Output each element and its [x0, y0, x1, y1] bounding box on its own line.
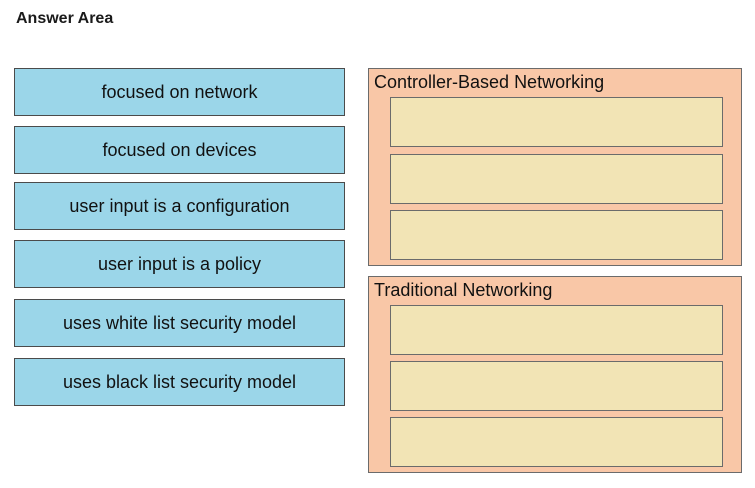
traditional-drop-slot-3[interactable] [390, 417, 723, 467]
controller-based-networking-group: Controller-Based Networking [368, 68, 742, 266]
option-focused-on-devices[interactable]: focused on devices [14, 126, 345, 174]
traditional-networking-heading: Traditional Networking [374, 280, 553, 300]
controller-based-networking-heading: Controller-Based Networking [374, 72, 605, 92]
controller-based-drop-slot-1[interactable] [390, 97, 723, 147]
controller-based-drop-slot-2[interactable] [390, 154, 723, 204]
option-black-list-security[interactable]: uses black list security model [14, 358, 345, 406]
option-user-input-configuration[interactable]: user input is a configuration [14, 182, 345, 230]
option-user-input-policy[interactable]: user input is a policy [14, 240, 345, 288]
traditional-drop-slot-1[interactable] [390, 305, 723, 355]
controller-based-drop-slot-3[interactable] [390, 210, 723, 260]
option-white-list-security[interactable]: uses white list security model [14, 299, 345, 347]
option-focused-on-network[interactable]: focused on network [14, 68, 345, 116]
answer-area-title: Answer Area [16, 10, 114, 27]
traditional-networking-group: Traditional Networking [368, 276, 742, 473]
traditional-drop-slot-2[interactable] [390, 361, 723, 411]
